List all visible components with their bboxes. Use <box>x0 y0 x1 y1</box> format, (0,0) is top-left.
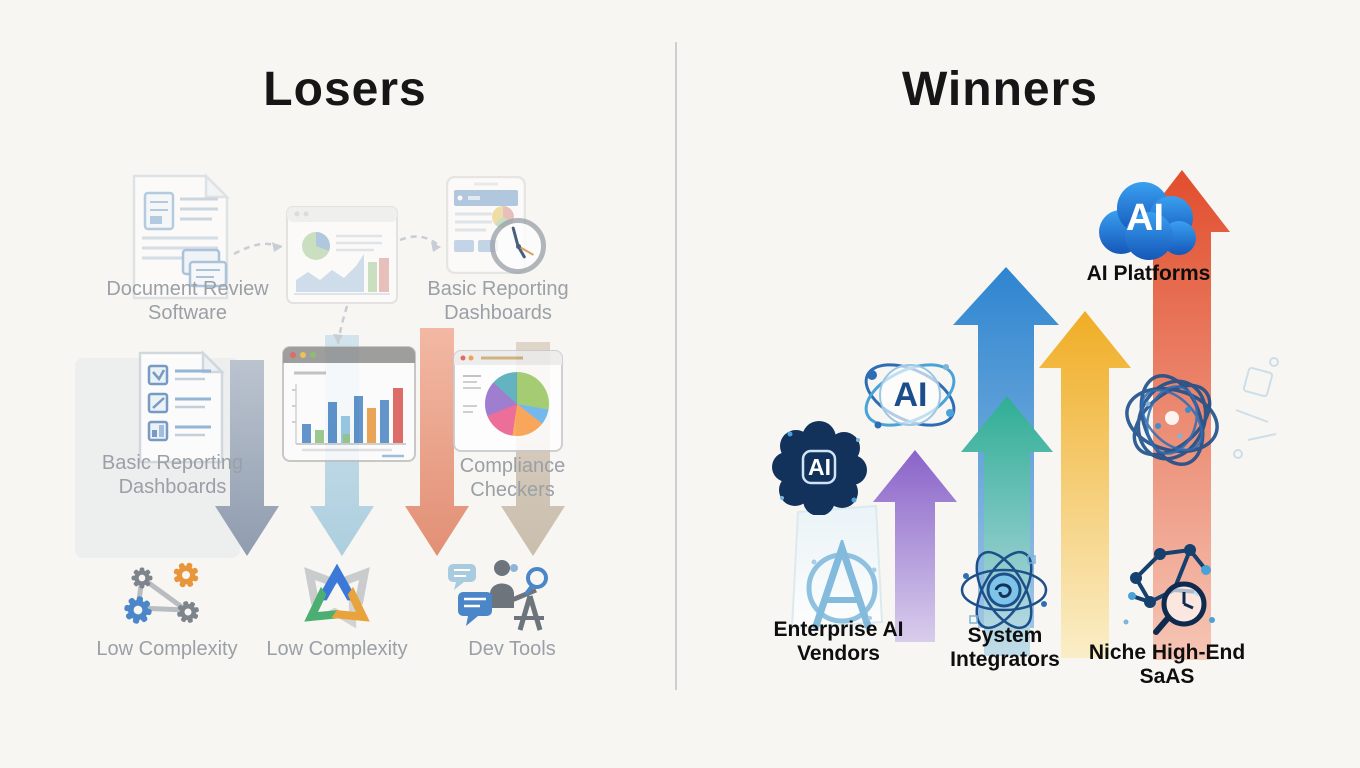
basic-reporting-top-label: Basic Reporting Dashboards <box>427 278 569 324</box>
losers-title: Losers <box>263 63 427 116</box>
basic-reporting-mid-label: Basic Reporting Dashboards <box>101 452 244 498</box>
orbital-icon <box>958 546 1050 639</box>
up-arrow-purple <box>873 450 957 642</box>
document-review-icon <box>128 172 233 307</box>
circuit-doodle-icon <box>1233 357 1279 459</box>
ai-cloud-text: AI <box>1126 196 1164 239</box>
analytics-window-icon <box>286 206 398 309</box>
low-complexity-1-label: Low Complexity <box>96 638 238 660</box>
vertical-divider <box>675 42 677 690</box>
document-review-label: Document Review Software <box>106 278 269 324</box>
gears-icon <box>112 558 222 637</box>
enterprise-label: Enterprise AI Vendors <box>773 618 904 666</box>
up-arrow-yellow <box>1039 311 1131 658</box>
system-integrators-label: System Integrators <box>950 624 1060 672</box>
down-arrow-gray <box>215 360 279 556</box>
recycle-arrows-icon <box>287 554 387 639</box>
checklist-document-icon <box>135 349 227 470</box>
neural-tangle-icon <box>1118 366 1226 474</box>
dev-tools-label: Dev Tools <box>468 638 556 660</box>
low-complexity-2-label: Low Complexity <box>266 638 408 660</box>
ai-atom-text: AI <box>893 375 928 414</box>
dev-tools-icon <box>442 556 552 639</box>
bar-chart-window-icon <box>282 346 416 467</box>
up-arrows <box>790 170 1230 660</box>
ai-atom-badge-icon: AI <box>858 345 963 445</box>
dashed-connector-heads <box>272 242 441 344</box>
winners-title: Winners <box>902 63 1098 116</box>
clock-icon <box>490 218 546 274</box>
ai-flower-text: AI <box>808 454 831 480</box>
ai-platforms-label: AI Platforms <box>1086 262 1211 285</box>
up-arrow-red <box>1134 170 1230 660</box>
niche-saas-label: Niche High-End SaAS <box>1088 641 1246 689</box>
ai-flower-badge-icon: AI <box>772 420 867 516</box>
pie-chart <box>485 372 549 436</box>
enterprise-a-logo-icon <box>800 536 885 637</box>
network-magnifier-icon <box>1118 538 1220 643</box>
compliance-label: Compliance Checkers <box>459 455 566 501</box>
up-arrow-teal <box>961 396 1053 656</box>
compliance-pie-window-icon <box>453 350 563 457</box>
ai-cloud-icon: AI <box>1093 176 1197 260</box>
